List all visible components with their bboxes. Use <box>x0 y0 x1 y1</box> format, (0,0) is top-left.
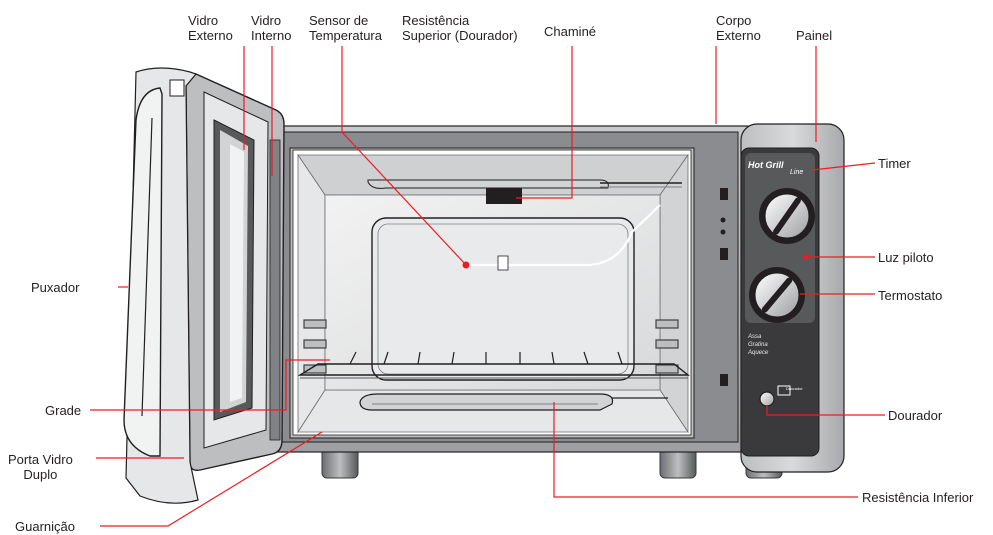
panel-mode-2: Gratina <box>748 342 768 348</box>
label-chamine: Chaminé <box>544 24 597 39</box>
top-heating-element <box>367 179 682 204</box>
label-termostato: Termostato <box>878 288 943 303</box>
label-resistencia-superior: Resistência Superior (Dourador) <box>402 13 518 43</box>
label-painel: Painel <box>796 28 833 43</box>
label-porta-vidro-duplo: Porta Vidro Duplo <box>8 452 73 482</box>
rack <box>297 351 691 379</box>
temperature-sensor <box>466 204 661 271</box>
leader-lines <box>90 46 885 527</box>
bottom-heating-element <box>359 393 668 411</box>
label-puxador: Puxador <box>31 280 80 295</box>
panel-mode-3: Aquece <box>748 350 769 356</box>
body-side-details <box>720 188 728 386</box>
oven-door <box>123 67 285 504</box>
leader-dots <box>462 261 470 269</box>
label-corpo-externo: Corpo Externo <box>716 13 761 43</box>
panel-dourador-label: Dourador <box>786 386 803 391</box>
panel-mode-1: Assa <box>748 334 762 340</box>
label-vidro-externo: Vidro Externo <box>188 13 233 43</box>
panel-brand: Hot Grill <box>748 160 784 170</box>
label-vidro-interno: Vidro Interno <box>251 13 292 43</box>
label-grade: Grade <box>45 403 82 418</box>
label-luz-piloto: Luz piloto <box>878 250 934 265</box>
label-dourador: Dourador <box>888 408 943 423</box>
oven-cavity <box>297 153 689 434</box>
thermostat-dial <box>749 267 805 323</box>
label-timer: Timer <box>878 156 911 171</box>
panel-brand-sub: Line <box>790 169 804 176</box>
label-guarnicao: Guarnição <box>15 519 75 534</box>
label-sensor-temperatura: Sensor de Temperatura <box>309 13 382 43</box>
label-resistencia-inferior: Resistência Inferior <box>862 490 974 505</box>
timer-dial <box>759 188 815 244</box>
